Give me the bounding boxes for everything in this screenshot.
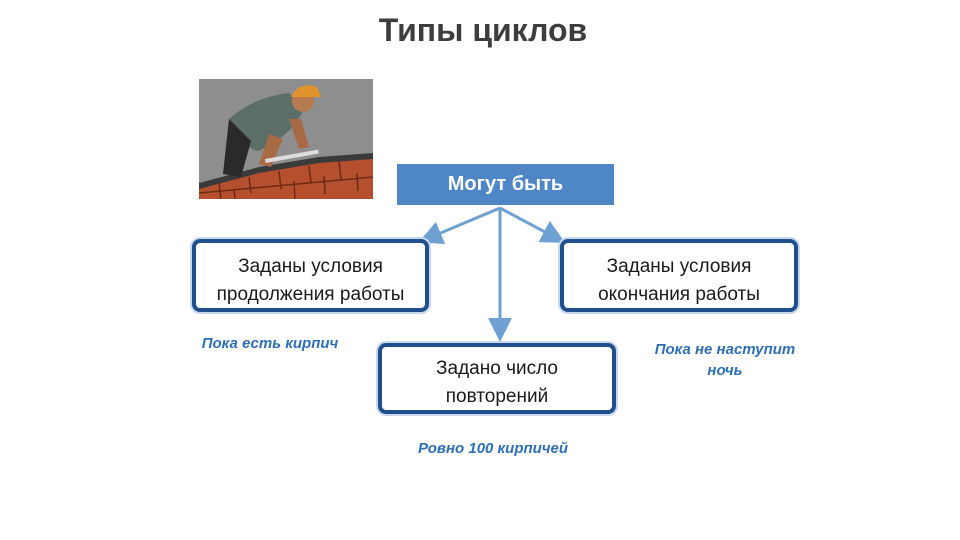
box-right-line1: Заданы условия xyxy=(606,256,752,277)
box-right-line2: окончания работы xyxy=(598,284,760,305)
note-right-line1: Пока не наступит xyxy=(654,341,796,358)
note-mid-text: Ровно 100 кирпичей xyxy=(417,440,569,457)
top-box-may-be: Могут быть xyxy=(397,164,614,205)
box-mid-line2: повторений xyxy=(445,386,549,407)
box-continue-conditions: Заданы условия продолжения работы xyxy=(192,239,429,312)
note-while-brick: Пока есть кирпич xyxy=(170,333,370,354)
box-end-conditions: Заданы условия окончания работы xyxy=(560,239,798,312)
box-left-line2: продолжения работы xyxy=(216,284,405,305)
bricklayer-clipart-icon xyxy=(199,79,373,199)
box-left-line1: Заданы условия xyxy=(238,256,383,277)
page-title: Типы циклов xyxy=(378,12,588,48)
note-left-text: Пока есть кирпич xyxy=(201,335,339,352)
note-right-line2: ночь xyxy=(707,362,743,379)
box-mid-line1: Задано число xyxy=(436,358,558,379)
box-repeat-count: Задано число повторений xyxy=(378,343,616,414)
note-until-night: Пока не наступит ночь xyxy=(625,339,825,381)
note-exactly-100: Ровно 100 кирпичей xyxy=(393,438,593,459)
